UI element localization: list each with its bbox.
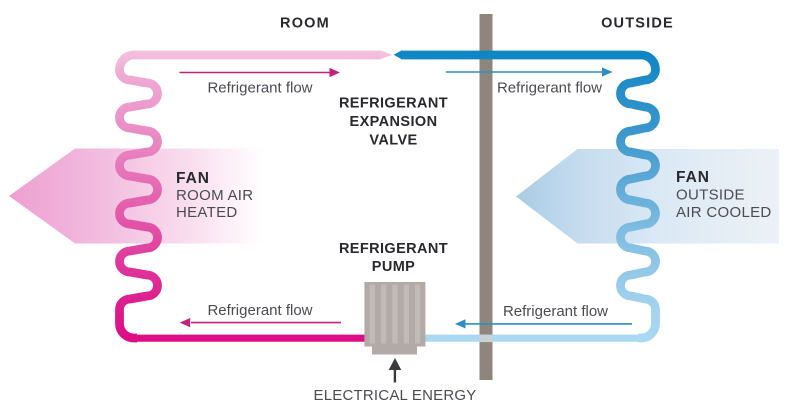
svg-text:ROOM AIR: ROOM AIR: [176, 187, 253, 204]
svg-text:HEATED: HEATED: [176, 204, 238, 221]
svg-text:FAN: FAN: [676, 169, 710, 186]
svg-text:OUTSIDE: OUTSIDE: [676, 187, 745, 204]
svg-text:OUTSIDE: OUTSIDE: [601, 16, 674, 32]
svg-text:Refrigerant flow: Refrigerant flow: [503, 303, 608, 320]
svg-text:PUMP: PUMP: [372, 259, 416, 275]
svg-text:AIR COOLED: AIR COOLED: [676, 204, 772, 221]
svg-text:FAN: FAN: [176, 170, 210, 187]
svg-text:Refrigerant flow: Refrigerant flow: [207, 80, 312, 97]
svg-text:ROOM: ROOM: [280, 16, 330, 32]
svg-text:REFRIGERANT: REFRIGERANT: [339, 241, 448, 257]
svg-text:Refrigerant flow: Refrigerant flow: [497, 80, 602, 97]
svg-text:REFRIGERANT: REFRIGERANT: [339, 96, 448, 112]
svg-text:Refrigerant flow: Refrigerant flow: [207, 302, 312, 319]
svg-text:EXPANSION: EXPANSION: [350, 114, 438, 130]
svg-text:ELECTRICAL ENERGY: ELECTRICAL ENERGY: [314, 387, 477, 404]
svg-text:VALVE: VALVE: [369, 132, 417, 148]
